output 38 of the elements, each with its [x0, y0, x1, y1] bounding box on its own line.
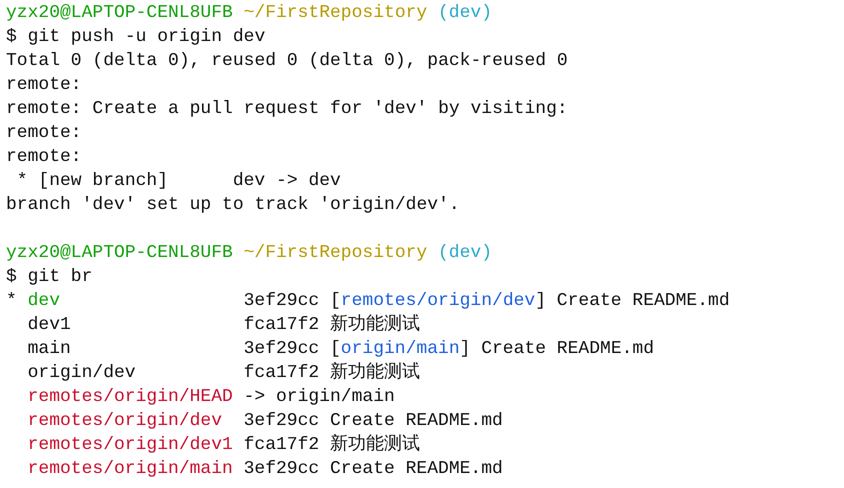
current-branch-name: dev [28, 290, 60, 312]
branch-name: main [28, 338, 71, 360]
current-branch-marker: * [6, 290, 17, 312]
path-prompt: ~/FirstRepository [244, 2, 428, 24]
user-host-prompt: yzx20@LAPTOP-CENL8UFB [6, 242, 233, 264]
remote-branch-name: remotes/origin/HEAD [28, 386, 233, 408]
commit-info: 3ef29cc Create README.md [244, 410, 503, 432]
output-line: remote: [6, 146, 82, 168]
output-line: remote: [6, 74, 82, 96]
branch-prompt: (dev) [438, 2, 492, 24]
commit-info: fca17f2 新功能测试 [244, 314, 420, 336]
output-line: Total 0 (delta 0), reused 0 (delta 0), pack-reused 0 [6, 50, 568, 72]
output-line: remote: [6, 122, 82, 144]
commit-message: ] Create README.md [460, 338, 654, 360]
command-text: $ git br [6, 266, 92, 288]
branch-name: origin/dev [28, 362, 136, 384]
commit-info: fca17f2 新功能测试 [244, 434, 420, 456]
remote-branch-name: remotes/origin/dev [28, 410, 222, 432]
commit-info: 3ef29cc Create README.md [244, 458, 503, 480]
branch-prompt: (dev) [438, 242, 492, 264]
user-host-prompt: yzx20@LAPTOP-CENL8UFB [6, 2, 233, 24]
upstream-branch: remotes/origin/dev [340, 290, 536, 312]
remote-branch-name: remotes/origin/dev1 [28, 434, 233, 456]
commit-hash: 3ef29cc [244, 338, 320, 360]
bracket: [ [330, 290, 341, 312]
commit-hash: 3ef29cc [244, 290, 320, 312]
upstream-branch: origin/main [340, 338, 460, 360]
branch-name: dev1 [28, 314, 71, 336]
command-text: $ git push -u origin dev [6, 26, 266, 48]
path-prompt: ~/FirstRepository [244, 242, 428, 264]
commit-info: fca17f2 新功能测试 [244, 362, 420, 384]
output-line: remote: Create a pull request for 'dev' by visiting: [6, 98, 568, 120]
bracket: [ [330, 338, 341, 360]
output-line: * [new branch] dev -> dev [16, 170, 341, 192]
commit-message: ] Create README.md [535, 290, 730, 312]
remote-branch-name: remotes/origin/main [28, 458, 233, 480]
symbolic-ref-target: -> origin/main [244, 386, 395, 408]
output-line: branch 'dev' set up to track 'origin/dev'. [6, 194, 460, 216]
